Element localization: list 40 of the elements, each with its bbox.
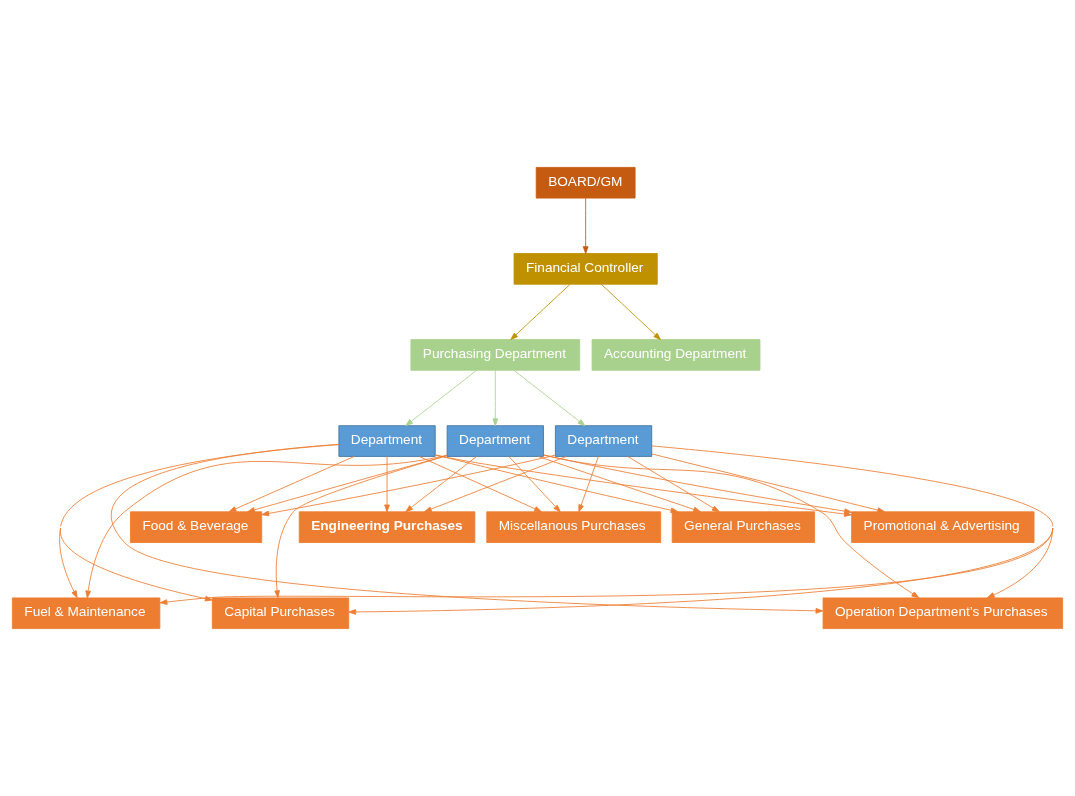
arrow (492, 370, 499, 427)
node-box: Department (338, 425, 436, 457)
arrow (405, 369, 478, 426)
arrow (434, 454, 679, 514)
arrow (418, 456, 542, 513)
node-box: Miscellanous Purchases (486, 511, 662, 543)
arrow (384, 456, 390, 513)
node-box: Department (554, 425, 653, 457)
arrow (582, 197, 589, 254)
node-box: General Purchases (671, 511, 815, 543)
node-box: Engineering Purchases (298, 511, 476, 543)
node-box: Capital Purchases (211, 597, 350, 629)
node-box: Food & Beverage (130, 511, 263, 543)
arrow (85, 454, 448, 599)
arrow (424, 456, 567, 513)
arrow (513, 369, 586, 426)
arrow (543, 454, 920, 599)
node-box: Promotional & Advertising (851, 511, 1035, 543)
arrow (111, 443, 824, 614)
arrow (508, 456, 561, 513)
arrow (627, 456, 720, 513)
arrow (59, 444, 339, 599)
node-box: BOARD/GM (535, 167, 636, 199)
arrow (228, 456, 355, 513)
node-box: Fuel & Maintenance (11, 597, 161, 629)
node-box: Financial Controller (513, 253, 658, 285)
arrow (60, 527, 213, 602)
arrow (405, 456, 478, 513)
node-box: Accounting Department (591, 339, 761, 371)
arrow (600, 283, 661, 340)
node-box: Department (446, 425, 544, 457)
arrow (537, 456, 701, 513)
node-box: Operation Department’s Purchases (822, 597, 1064, 629)
arrow (578, 456, 599, 513)
arrow (348, 527, 1054, 615)
arrow (159, 445, 1054, 605)
arrow (510, 283, 571, 340)
arrow (274, 455, 448, 598)
node-box: Purchasing Department (410, 339, 581, 371)
arrow (261, 454, 556, 517)
